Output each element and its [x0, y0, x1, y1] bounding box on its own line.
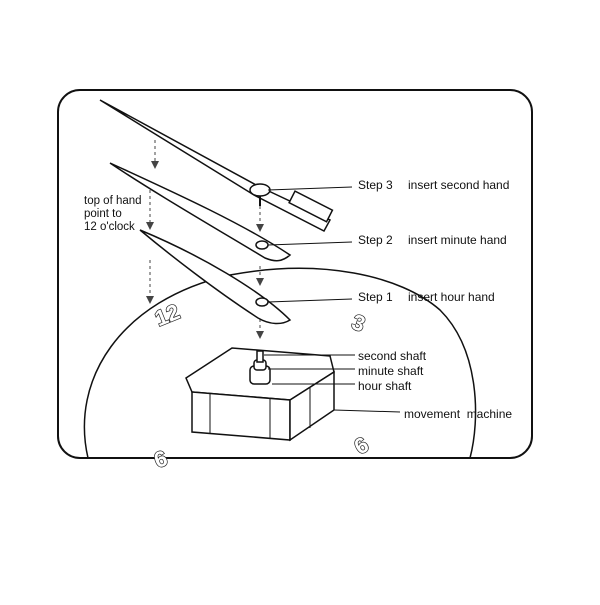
dial-number-3: 3 [349, 309, 369, 337]
movement-machine [185, 347, 335, 442]
leader-movement [333, 409, 401, 413]
hour-shaft-label: hour shaft [358, 379, 412, 393]
leader-step3 [267, 186, 353, 191]
dial-number-6: 6 [350, 432, 373, 460]
clock-face-outline [83, 267, 477, 459]
step3-action: insert second hand [408, 178, 509, 192]
step3-label: Step 3 [358, 178, 393, 192]
second-hand [99, 99, 334, 233]
minute-hand [109, 162, 292, 262]
leader-step1 [267, 298, 353, 303]
note-line-2: point to [84, 208, 122, 220]
dial-number-9: 9 [151, 445, 171, 473]
second-shaft-label: second shaft [358, 349, 427, 363]
note-line-1: top of hand [84, 195, 142, 207]
movement-machine-label: movement machine [404, 407, 512, 421]
dial-number-12: 12 [151, 299, 183, 331]
step2-action: insert minute hand [408, 233, 507, 247]
note-line-3: 12 o'clock [84, 221, 135, 233]
leader-step2 [267, 241, 353, 246]
diagram-frame [57, 89, 533, 459]
step1-label: Step 1 [358, 290, 393, 304]
step2-label: Step 2 [358, 233, 393, 247]
step1-action: insert hour hand [408, 290, 495, 304]
minute-shaft-label: minute shaft [358, 364, 424, 378]
